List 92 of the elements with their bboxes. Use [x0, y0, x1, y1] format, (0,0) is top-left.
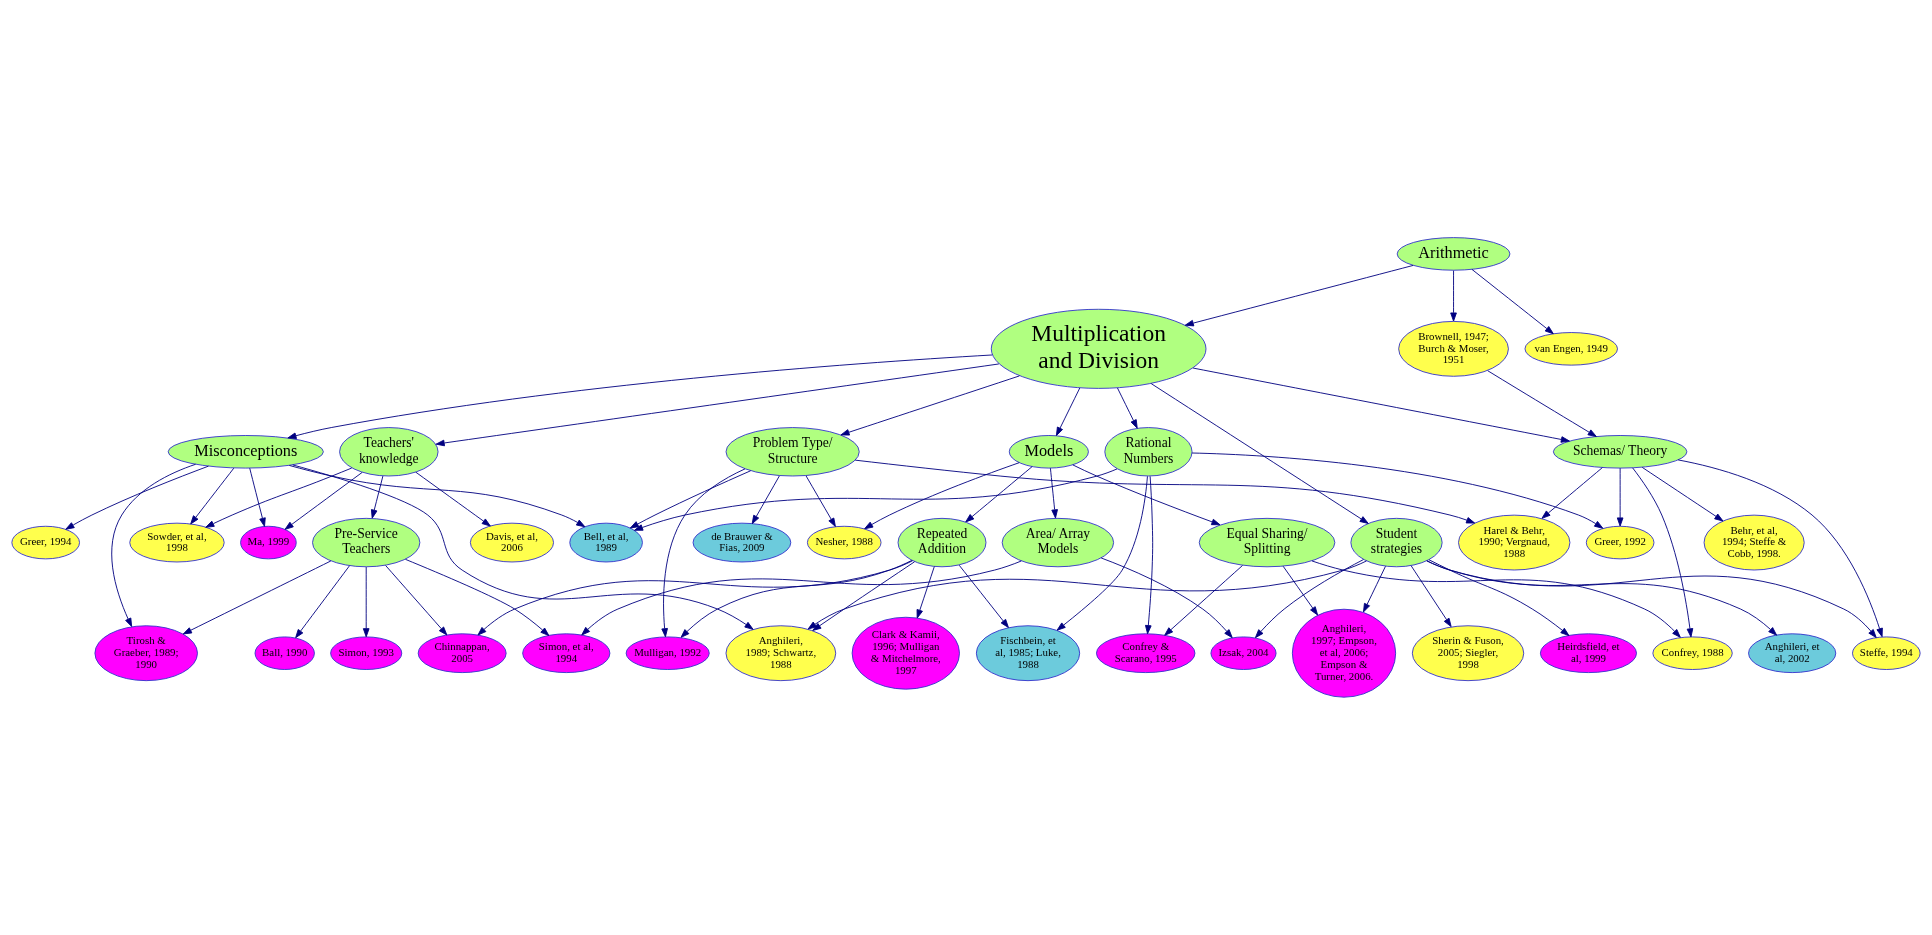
node-ellipse: Davis, et al, 2006 [469, 522, 554, 563]
arrow [1150, 383, 1369, 524]
arrow [661, 468, 746, 638]
arrow [1192, 367, 1570, 443]
arrow [65, 465, 209, 530]
arrow [1055, 387, 1081, 437]
arrow [1164, 565, 1243, 636]
node-ellipse: Repeated Addition [897, 517, 987, 568]
arrow [1049, 467, 1058, 519]
arrow [1100, 557, 1233, 639]
arrow [805, 475, 836, 527]
arrow [812, 561, 916, 631]
arrow [205, 467, 353, 528]
arrow [854, 459, 1476, 524]
arrow [751, 475, 780, 525]
arrow [634, 468, 1118, 531]
node-ellipse: Misconceptions [167, 435, 324, 469]
arrow [370, 475, 384, 519]
arrow [287, 354, 993, 439]
arrow [405, 558, 550, 636]
arrow [680, 559, 913, 638]
arrow [435, 363, 1000, 447]
arrow [1311, 560, 1681, 638]
arrow [965, 466, 1033, 523]
arrow [1282, 565, 1319, 616]
arrow [249, 467, 266, 527]
arrow [295, 565, 350, 639]
arrow [284, 472, 363, 530]
node-ellipse: Heirdsfield, et al, 1999 [1539, 633, 1637, 674]
arrow [1616, 467, 1624, 527]
arrow [1641, 466, 1724, 522]
node-ellipse: Greer, 1994 [11, 525, 80, 560]
node-ellipse: Multiplication and Division [990, 308, 1207, 389]
arrow [1426, 560, 1778, 636]
node-ellipse: Ma, 1999 [240, 525, 297, 560]
arrow [864, 462, 1020, 530]
arrow [182, 560, 332, 635]
node-ellipse: van Engen, 1949 [1524, 332, 1618, 366]
node-ellipse: de Brauwer & Fias, 2009 [692, 522, 792, 563]
arrow [362, 566, 370, 638]
node-ellipse: Clark & Kamii, 1996; Mulligan & Mitchelmore, 1997 [851, 616, 960, 690]
arrow [1363, 565, 1386, 613]
arrow [385, 565, 448, 636]
node-ellipse: Greer, 1992 [1585, 525, 1655, 560]
node-ellipse: Chinnappan, 2005 [417, 633, 507, 674]
arrow [1191, 452, 1604, 529]
node-ellipse: Brownell, 1947; Burch & Moser, 1951 [1398, 320, 1509, 377]
node-ellipse: Nesher, 1988 [806, 525, 882, 560]
arrow [1426, 560, 1877, 639]
arrow [807, 560, 1367, 630]
node-ellipse: Pre-Service Teachers [312, 517, 421, 568]
arrow [958, 564, 1009, 628]
arrow [1072, 464, 1221, 526]
node-ellipse: Simon, 1993 [330, 636, 403, 670]
arrow [1056, 475, 1148, 631]
arrow [190, 467, 235, 525]
arrow [1450, 270, 1457, 322]
arrow [1677, 459, 1883, 638]
arrow [1145, 475, 1154, 635]
arrow [477, 560, 913, 636]
node-ellipse: Simon, et al, 1994 [522, 633, 611, 674]
node-ellipse: Confrey, 1988 [1652, 636, 1733, 670]
node-ellipse: Steffe, 1994 [1852, 636, 1921, 670]
node-ellipse: Ball, 1990 [254, 636, 315, 670]
node-ellipse: Anghileri, et al, 2002 [1748, 633, 1837, 674]
arrow [111, 463, 197, 627]
node-ellipse: Mulligan, 1992 [625, 636, 710, 670]
arrow [1117, 387, 1138, 429]
arrow [916, 566, 935, 619]
node-ellipse: Izsak, 2004 [1210, 636, 1277, 670]
arrow [629, 470, 752, 529]
arrow [288, 465, 586, 528]
arrow [292, 464, 754, 630]
node-ellipse: Arithmetic [1396, 237, 1511, 271]
arrow [840, 375, 1020, 436]
arrow [1184, 264, 1414, 327]
arrow [1428, 559, 1570, 637]
node-ellipse: Area/ Array Models [1001, 517, 1115, 568]
node-ellipse: Fischbein, et al, 1985; Luke, 1988 [975, 625, 1081, 682]
arrow [1541, 467, 1603, 519]
node-ellipse: Rational Numbers [1104, 427, 1193, 477]
arrow [1254, 559, 1364, 639]
arrow [1487, 370, 1597, 437]
arrow [415, 471, 491, 527]
arrow [1632, 467, 1694, 638]
arrow [1410, 565, 1452, 628]
node-ellipse: Teachers' knowledge [339, 427, 439, 477]
arrow [1471, 268, 1554, 335]
arrow [581, 560, 1022, 636]
node-ellipse: Models [1008, 435, 1089, 469]
node-ellipse: Confrey & Scarano, 1995 [1096, 633, 1196, 674]
node-ellipse: Sherin & Fuson, 2005; Siegler, 1998 [1411, 625, 1525, 682]
